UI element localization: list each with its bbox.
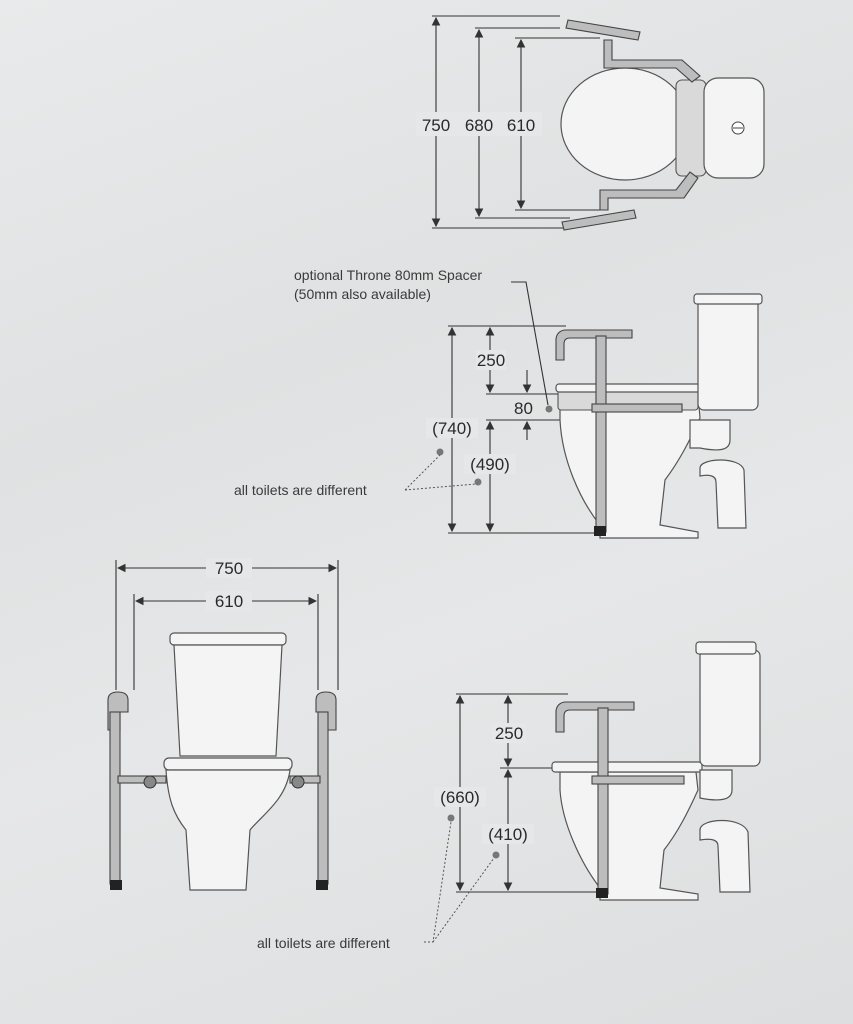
- toilet-seat-top: [560, 67, 690, 181]
- rail-post-side-spacer: [595, 335, 607, 533]
- spacer-note-line1: optional Throne 80mm Spacer: [294, 267, 482, 283]
- side-view-standard-diagram: 250 (660) (410) all toilets are differen…: [257, 641, 761, 951]
- top-view-diagram: 750 680 610: [416, 15, 765, 231]
- toilet-bowl-side-standard: [559, 771, 699, 901]
- dim-label-front-width-inner: 610: [215, 592, 243, 611]
- spacer-leader-line: [511, 281, 549, 406]
- front-view-diagram: 750 610: [107, 558, 339, 891]
- dim-label-610: 610: [507, 116, 535, 135]
- dim-label-total-height-standard: (660): [440, 788, 480, 807]
- dim-label-rail-height-standard: 250: [495, 724, 523, 743]
- dim-label-rail-height: 250: [477, 351, 505, 370]
- rail-post-left: [109, 711, 121, 885]
- side-view-spacer-diagram: optional Throne 80mm Spacer (50mm also a…: [234, 267, 763, 539]
- toilets-different-note-upper: all toilets are different: [234, 482, 367, 498]
- toilets-different-note-lower: all toilets are different: [257, 935, 390, 951]
- dim-label-spacer: 80: [514, 399, 533, 418]
- cistern-front: [173, 644, 283, 757]
- dim-label-680: 680: [465, 116, 493, 135]
- spacer-note-line2: (50mm also available): [294, 286, 431, 302]
- dim-label-750: 750: [422, 116, 450, 135]
- toilet-bowl-side-spacer: [559, 394, 701, 539]
- cistern-side-spacer: [697, 297, 759, 411]
- toilet-bowl-front: [165, 769, 291, 891]
- dim-label-front-width-outer: 750: [215, 559, 243, 578]
- dim-label-total-height: (740): [432, 419, 472, 438]
- dim-label-seat-height: (490): [470, 455, 510, 474]
- cistern-side-standard: [699, 649, 761, 767]
- dim-label-seat-height-standard: (410): [488, 825, 528, 844]
- rail-post-right: [317, 711, 329, 885]
- rail-post-side-standard: [597, 707, 609, 895]
